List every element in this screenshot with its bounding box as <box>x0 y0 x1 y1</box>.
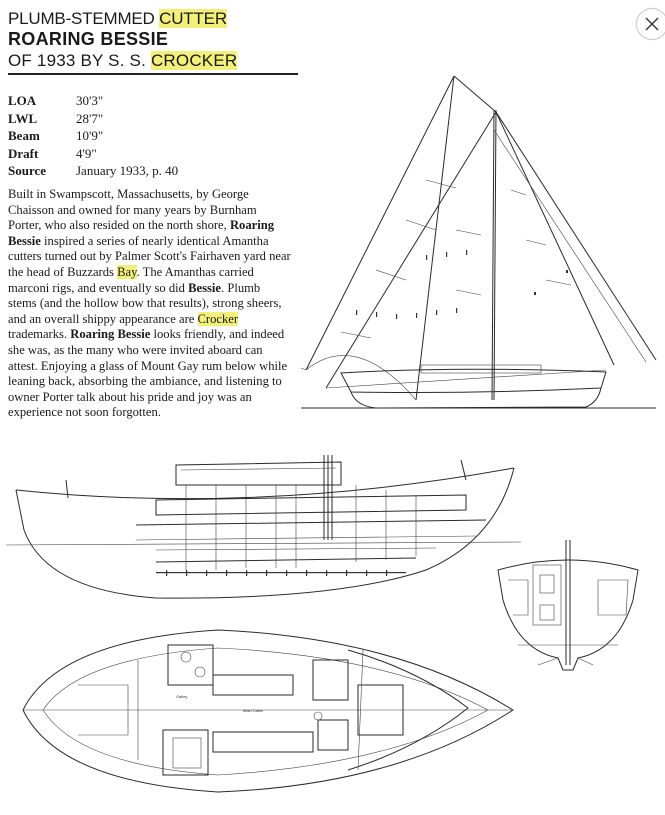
midship-section-drawing <box>497 540 639 671</box>
close-icon <box>645 17 659 31</box>
title-line-3: OF 1933 BY S. S. CROCKER <box>8 51 238 70</box>
highlight-crocker: CROCKER <box>150 51 238 70</box>
sail-plan-drawing <box>300 75 657 409</box>
article-body: Built in Swampscott, Massachusetts, by G… <box>8 187 291 420</box>
title-divider <box>8 73 298 75</box>
highlight-crocker-body: Crocker <box>197 311 239 326</box>
title-line-1: PLUMB-STEMMED CUTTER <box>8 9 227 28</box>
article-title: PLUMB-STEMMED CUTTER ROARING BESSIE OF 1… <box>8 8 300 71</box>
accommodation-plan-drawing: Main Cabin Galley <box>22 629 514 793</box>
galley-label: Galley <box>176 694 187 699</box>
close-button[interactable] <box>636 8 665 40</box>
title-line-2: ROARING BESSIE <box>8 29 169 49</box>
main-cabin-label: Main Cabin <box>243 708 263 713</box>
highlight-cutter: CUTTER <box>159 9 227 28</box>
highlight-bay: Bay <box>117 264 137 279</box>
inboard-profile-drawing <box>6 455 521 599</box>
